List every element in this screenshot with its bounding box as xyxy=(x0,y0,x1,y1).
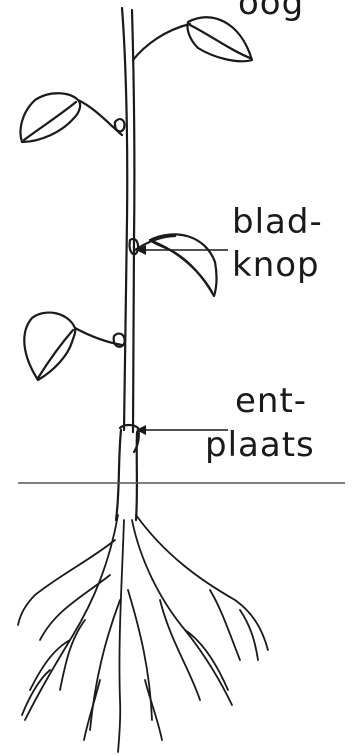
entplaats-label-line1: ent- xyxy=(235,384,307,418)
bladknop-arrowhead xyxy=(136,245,146,255)
entplaats-label-line2: plaats xyxy=(205,428,315,462)
entplaats-arrowhead xyxy=(136,425,146,435)
